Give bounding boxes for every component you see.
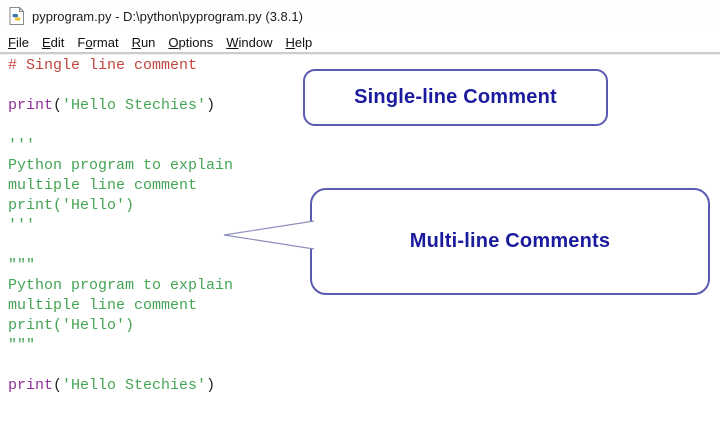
menubar-separator bbox=[0, 52, 720, 55]
code-line: print('Hello') bbox=[8, 317, 135, 334]
callout-single-line-label: Single-line Comment bbox=[354, 86, 557, 108]
menu-bar: File Edit Format Run Options Window Help bbox=[0, 35, 720, 52]
menu-item-file[interactable]: File bbox=[8, 35, 29, 50]
code-line bbox=[8, 76, 233, 96]
callout-multi-line-label: Multi-line Comments bbox=[409, 230, 611, 252]
code-line: multiple line comment bbox=[8, 177, 198, 194]
menu-item-format[interactable]: Format bbox=[77, 35, 119, 50]
code-line: Python program to explain bbox=[8, 277, 234, 294]
menu-item-window[interactable]: Window bbox=[226, 35, 273, 50]
code-line: Python program to explain bbox=[8, 157, 234, 174]
callout-single-line-comment: Single-line Comment bbox=[303, 69, 608, 126]
title-bar: pyprogram.py - D:\python\pyprogram.py (3… bbox=[0, 0, 720, 32]
code-line bbox=[8, 356, 233, 376]
code-line: multiple line comment bbox=[8, 297, 198, 314]
code-line: ''' bbox=[8, 137, 36, 154]
code-line bbox=[8, 116, 233, 136]
menu-item-help[interactable]: Help bbox=[285, 35, 313, 50]
code-line: print('Hello') bbox=[8, 197, 135, 214]
code-line bbox=[8, 236, 233, 256]
editor-text-area[interactable]: # Single line comment print('Hello Stech… bbox=[8, 56, 233, 396]
menu-item-options[interactable]: Options bbox=[168, 35, 214, 50]
callout-multi-line-comments: Multi-line Comments bbox=[310, 188, 710, 295]
code-line: # Single line comment bbox=[8, 57, 198, 74]
python-file-icon bbox=[9, 7, 25, 25]
window-title: pyprogram.py - D:\python\pyprogram.py (3… bbox=[32, 8, 303, 24]
menu-item-run[interactable]: Run bbox=[131, 35, 156, 50]
code-line: print('Hello Stechies') bbox=[8, 97, 216, 114]
code-line: """ bbox=[8, 257, 36, 274]
code-line: """ bbox=[8, 337, 36, 354]
callout-tail-pointer bbox=[223, 220, 315, 250]
code-line: ''' bbox=[8, 217, 36, 234]
menu-item-edit[interactable]: Edit bbox=[41, 35, 65, 50]
code-line: print('Hello Stechies') bbox=[8, 377, 216, 394]
